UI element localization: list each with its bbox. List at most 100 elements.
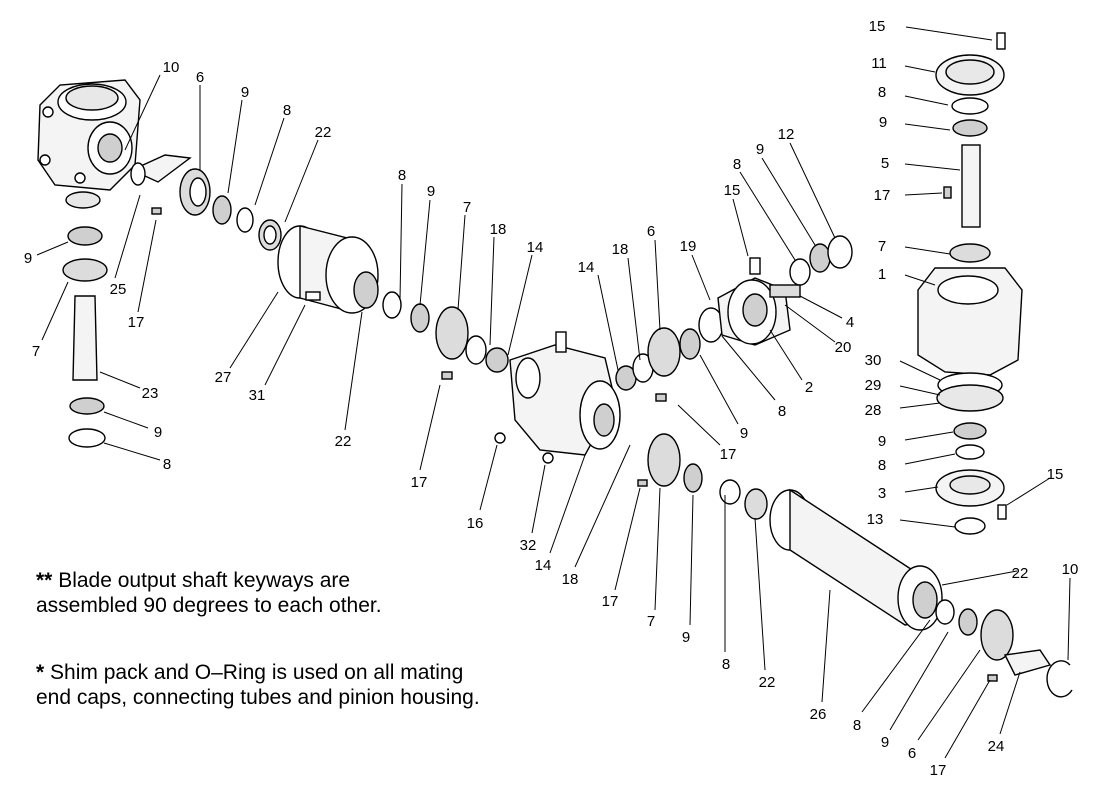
callout-label-21: 17 <box>411 474 428 491</box>
callout-label-14: 9 <box>427 183 435 200</box>
leader-line-25 <box>627 257 641 361</box>
leader-line-58 <box>904 453 956 465</box>
note-keyways-marker: ** <box>36 569 53 592</box>
leader-line-22 <box>479 444 498 511</box>
leader-line-63 <box>1067 577 1071 661</box>
callout-label-51: 17 <box>874 187 891 204</box>
callout-label-65: 9 <box>881 734 889 751</box>
left-connecting-tube <box>277 225 430 333</box>
leader-line-53 <box>904 274 936 286</box>
callout-label-46: 15 <box>869 18 886 35</box>
leader-line-13 <box>399 183 403 301</box>
center-left-gears <box>435 306 509 380</box>
leader-line-40 <box>614 487 641 591</box>
leader-line-20 <box>344 311 363 431</box>
note-shim-text: Shim pack and O–Ring is used on all mati… <box>36 661 480 709</box>
center-right-gears <box>615 307 724 402</box>
leader-line-4 <box>254 117 285 206</box>
leader-line-34 <box>769 329 803 381</box>
leader-line-10 <box>99 371 141 389</box>
callout-label-53: 1 <box>878 266 886 283</box>
note-keyways: ** Blade output shaft keyways are assemb… <box>36 568 396 618</box>
leader-line-55 <box>899 385 941 396</box>
leader-line-59 <box>904 486 939 493</box>
leader-line-66 <box>917 649 981 741</box>
callout-label-35: 8 <box>778 403 786 420</box>
callout-label-59: 3 <box>878 485 886 502</box>
leader-line-64 <box>861 619 931 713</box>
leader-line-68 <box>999 671 1021 735</box>
note-shim-marker: * <box>36 661 45 684</box>
leader-line-42 <box>689 494 694 626</box>
callout-label-27: 19 <box>680 238 697 255</box>
left-bevel-gear <box>179 168 211 216</box>
callout-label-41: 7 <box>647 613 655 630</box>
callout-label-9: 7 <box>32 343 40 360</box>
callout-label-34: 2 <box>805 379 813 396</box>
right-lower-connecting-tube <box>637 433 1073 698</box>
leader-line-26 <box>654 239 661 331</box>
callout-label-25: 18 <box>612 241 629 258</box>
callout-label-18: 27 <box>215 369 232 386</box>
leader-line-67 <box>944 679 991 759</box>
callout-label-50: 5 <box>881 155 889 172</box>
leader-line-36 <box>699 354 739 425</box>
leader-line-18 <box>229 291 279 369</box>
leader-line-23 <box>531 464 546 534</box>
leader-line-12 <box>103 442 161 461</box>
center-pinion-housing <box>494 331 621 464</box>
callout-label-4: 8 <box>283 102 291 119</box>
leader-line-9 <box>41 281 69 341</box>
callout-label-66: 6 <box>908 745 916 762</box>
callout-label-3: 9 <box>241 84 249 101</box>
leader-line-54 <box>899 360 941 381</box>
callout-label-16: 18 <box>490 221 507 238</box>
callout-label-56: 28 <box>865 402 882 419</box>
leader-line-17 <box>507 254 533 356</box>
right-end-cap <box>717 257 801 346</box>
leader-line-1 <box>124 74 161 151</box>
leader-line-60 <box>899 519 956 528</box>
callout-label-68: 24 <box>988 738 1005 755</box>
callout-label-38: 14 <box>535 557 552 574</box>
leader-line-47 <box>904 65 936 73</box>
leader-line-38 <box>549 454 586 554</box>
leader-line-35 <box>721 335 776 401</box>
leader-line-37 <box>677 404 721 446</box>
leader-line-28 <box>732 198 749 257</box>
callout-label-42: 9 <box>682 629 690 646</box>
leader-line-30 <box>761 157 816 246</box>
leader-line-50 <box>904 163 961 171</box>
callout-label-32: 4 <box>846 314 854 331</box>
callout-label-29: 8 <box>733 156 741 173</box>
leader-line-51 <box>904 192 943 196</box>
leader-lines <box>36 26 1071 759</box>
callout-label-67: 17 <box>930 762 947 779</box>
callout-label-63: 10 <box>1062 561 1079 578</box>
callout-label-48: 8 <box>878 84 886 101</box>
leader-line-14 <box>419 199 431 306</box>
callout-label-37: 17 <box>720 446 737 463</box>
callout-label-5: 22 <box>315 124 332 141</box>
callout-label-15: 7 <box>463 199 471 216</box>
leader-line-48 <box>904 95 949 106</box>
note-keyways-text: Blade output shaft keyways are assembled… <box>36 569 382 617</box>
callout-label-64: 8 <box>853 717 861 734</box>
leader-line-49 <box>904 123 951 131</box>
leader-line-19 <box>264 304 306 386</box>
leader-line-44 <box>754 517 766 671</box>
leader-line-57 <box>904 431 954 441</box>
callout-label-43: 8 <box>722 656 730 673</box>
leader-line-11 <box>103 411 149 429</box>
leader-line-41 <box>654 487 661 611</box>
left-vertical-shaft <box>62 207 162 448</box>
callout-label-44: 22 <box>759 674 776 691</box>
callout-label-19: 31 <box>249 387 266 404</box>
leader-line-62 <box>941 570 1018 586</box>
callout-label-30: 9 <box>756 141 764 158</box>
leader-line-31 <box>789 142 836 239</box>
leader-line-65 <box>889 631 949 731</box>
leader-line-32 <box>799 295 843 319</box>
left-bearings <box>212 195 282 251</box>
